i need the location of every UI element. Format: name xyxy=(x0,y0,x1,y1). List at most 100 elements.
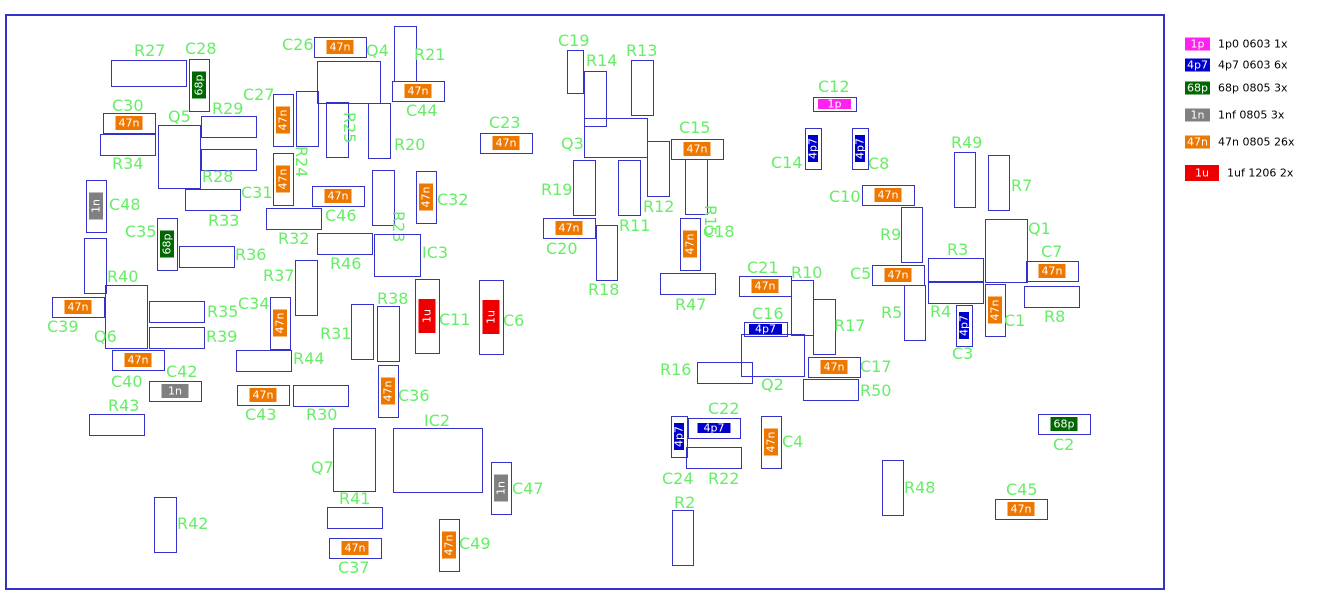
footprint-outline xyxy=(686,447,742,469)
ref-label: C10 xyxy=(829,187,861,206)
component-r48: R48 xyxy=(882,460,935,516)
legend-swatch-text: 1p xyxy=(1191,38,1205,51)
component-ic2: IC2 xyxy=(393,411,483,493)
ref-label: R24 xyxy=(292,146,311,177)
value-chip xyxy=(89,192,103,220)
value-chip xyxy=(808,135,818,162)
value-chip xyxy=(324,189,352,203)
ref-label: C7 xyxy=(1041,242,1062,261)
component-c19: C19 xyxy=(558,31,590,94)
value-text: 47n xyxy=(443,534,456,555)
footprint-outline xyxy=(154,497,177,553)
component-r44: R44 xyxy=(236,349,324,372)
value-chip xyxy=(764,428,778,456)
legend-swatch xyxy=(1185,165,1219,181)
footprint-outline xyxy=(985,284,1006,337)
ref-label: C47 xyxy=(512,479,544,498)
value-chip xyxy=(115,116,143,130)
footprint-outline xyxy=(270,297,291,350)
value-text: 1u xyxy=(421,309,434,323)
footprint-outline xyxy=(688,418,741,439)
value-text: 1p xyxy=(828,98,842,111)
footprint-outline xyxy=(904,285,926,341)
ref-label: C5 xyxy=(850,264,871,283)
ref-label: C21 xyxy=(747,258,779,277)
value-chip xyxy=(276,106,290,134)
component-c11: 1u C11 xyxy=(415,279,471,354)
footprint-outline xyxy=(333,428,376,492)
value-chip xyxy=(482,300,500,334)
component-r27: R27 xyxy=(111,41,187,87)
ref-label: C11 xyxy=(439,310,471,329)
ref-label: C45 xyxy=(1006,480,1038,499)
value-text: 68p xyxy=(161,233,174,254)
component-r11: R11 xyxy=(618,160,650,235)
value-chip xyxy=(988,296,1002,324)
component-r46: R46 xyxy=(317,233,373,273)
value-chip xyxy=(818,99,851,109)
legend-swatch-text: 4p7 xyxy=(1187,59,1208,72)
component-r49: R49 xyxy=(951,133,982,208)
component-r3: R3 xyxy=(928,240,984,282)
footprint-outline xyxy=(439,519,460,572)
footprint-outline xyxy=(295,260,318,316)
component-r37: R37 xyxy=(263,260,318,316)
component-r41: R41 xyxy=(327,489,383,529)
ref-label: R14 xyxy=(586,51,617,70)
value-text: 4p7 xyxy=(673,426,686,447)
ref-label: R8 xyxy=(1044,307,1065,326)
ref-label: Q4 xyxy=(366,41,389,60)
component-r22: R22 xyxy=(686,447,742,488)
footprint-outline xyxy=(813,299,836,355)
footprint-outline xyxy=(111,60,187,87)
ref-label: C42 xyxy=(166,362,198,381)
value-chip xyxy=(1038,264,1066,278)
footprint-outline xyxy=(985,219,1028,283)
ref-label: C28 xyxy=(185,39,217,58)
legend-text: 1p0 0603 1x xyxy=(1218,38,1288,51)
ref-label: C2 xyxy=(1053,435,1074,454)
footprint-outline xyxy=(158,125,201,189)
footprint-outline xyxy=(149,301,205,323)
component-r29: R29 xyxy=(201,99,257,138)
value-chip xyxy=(820,360,848,374)
footprint-outline xyxy=(479,280,504,355)
legend-item-1p: 1p 1p0 0603 1x xyxy=(1185,37,1288,51)
footprint-outline xyxy=(928,258,984,282)
ref-label: R19 xyxy=(541,180,572,199)
ref-label: R31 xyxy=(320,324,351,343)
ref-label: C35 xyxy=(125,222,157,241)
ref-label: C36 xyxy=(398,386,430,405)
footprint-outline xyxy=(100,134,156,156)
component-r7: R7 xyxy=(988,155,1032,211)
legend-text: 1uf 1206 2x xyxy=(1227,167,1294,180)
value-chip xyxy=(555,221,583,235)
component-r2: R2 xyxy=(672,493,695,566)
footprint-outline xyxy=(296,91,319,147)
legend-swatch xyxy=(1185,108,1210,122)
value-text: 47n xyxy=(888,269,909,282)
footprint-outline xyxy=(685,159,708,215)
footprint-outline xyxy=(901,207,923,263)
component-r35: R35 xyxy=(149,301,238,323)
ref-label: R5 xyxy=(881,303,902,322)
ref-label: IC3 xyxy=(422,243,448,262)
value-text: 4p7 xyxy=(854,138,867,159)
value-chip xyxy=(697,423,731,433)
ref-label: C39 xyxy=(47,317,79,336)
component-r42: R42 xyxy=(154,497,208,553)
footprint-outline xyxy=(236,350,292,372)
component-r24: R24 xyxy=(292,91,319,177)
footprint-outline xyxy=(392,81,445,102)
component-r13: R13 xyxy=(626,41,657,116)
ref-label: R17 xyxy=(834,316,865,335)
footprint-outline xyxy=(680,218,701,271)
